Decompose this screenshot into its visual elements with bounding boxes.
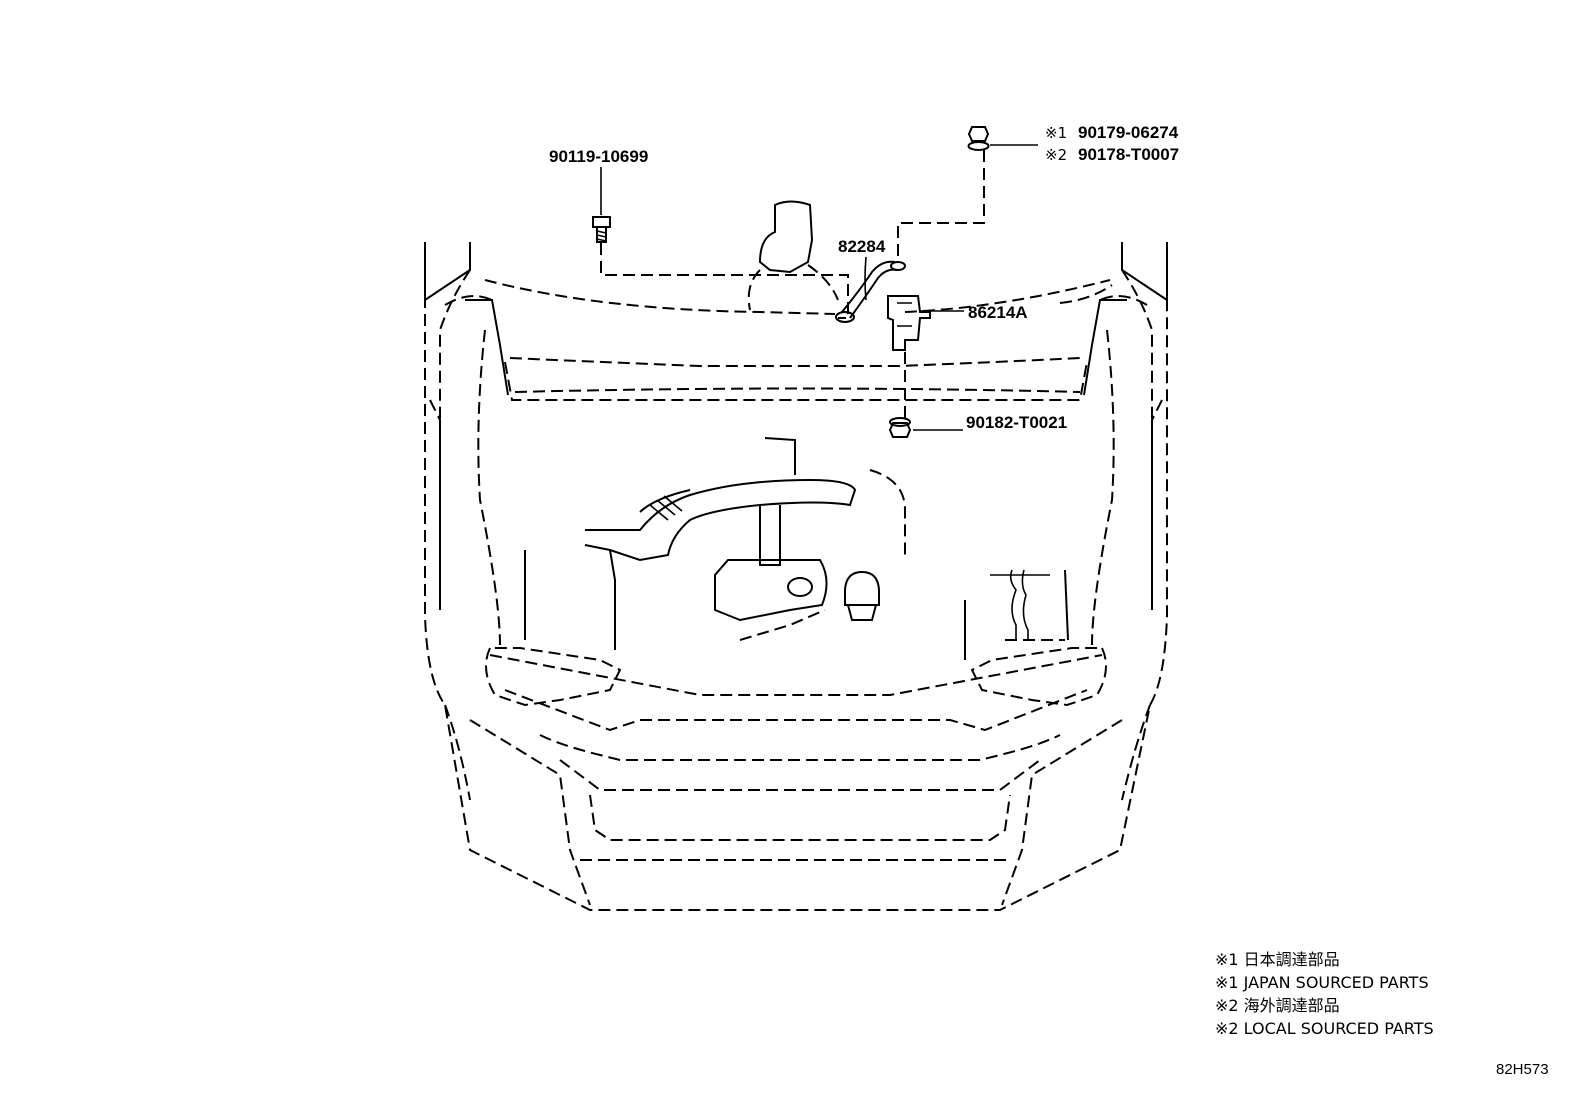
- ground-strap-82284: [835, 260, 906, 323]
- leader-lines: [600, 144, 1113, 431]
- part-label-86214a: 86214A: [968, 303, 1028, 322]
- bracket-86214a: [887, 295, 931, 351]
- note-japan-sourced-jp: ※1 日本調達部品: [1215, 950, 1340, 969]
- part-label-90182-t0021: 90182-T0021: [966, 413, 1067, 432]
- bolt-90119-10699: [592, 216, 611, 243]
- part-label-90178-t0007: 90178-T0007: [1078, 145, 1179, 164]
- engine-components: [524, 200, 1069, 660]
- part-label-90119-10699: 90119-10699: [549, 147, 648, 166]
- part-label-90179-06274: 90179-06274: [1078, 123, 1179, 142]
- note-japan-sourced-en: ※1 JAPAN SOURCED PARTS: [1215, 973, 1429, 992]
- note-local-sourced-jp: ※2 海外調達部品: [1215, 996, 1340, 1015]
- callout-labels: 90119-10699 ※1 90179-06274 ※2 90178-T000…: [549, 123, 1179, 432]
- part-label-82284: 82284: [838, 237, 886, 256]
- nut-90179-06274: [967, 126, 990, 151]
- vehicle-front-body: [424, 242, 1168, 911]
- marker-local-sourced: ※2: [1045, 146, 1067, 164]
- figure-reference: 82H573: [1496, 1061, 1549, 1078]
- nut-90182-t0021: [888, 417, 912, 438]
- marker-japan-sourced: ※1: [1045, 124, 1067, 142]
- note-local-sourced-en: ※2 LOCAL SOURCED PARTS: [1215, 1019, 1434, 1038]
